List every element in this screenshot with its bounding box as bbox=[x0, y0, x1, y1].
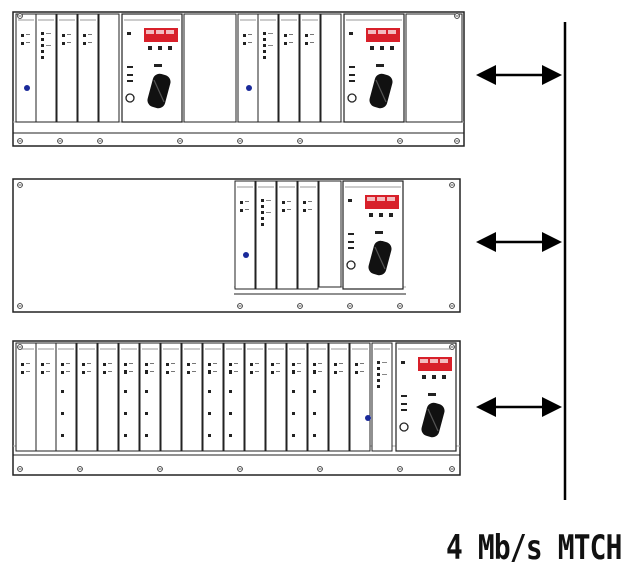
arrow-middle bbox=[476, 232, 562, 252]
rack-top bbox=[13, 12, 464, 146]
arrow-top bbox=[476, 65, 562, 85]
arrow-bottom bbox=[476, 397, 562, 417]
rack-middle bbox=[13, 179, 460, 312]
rack-bottom bbox=[13, 341, 460, 475]
bus-label: 4 Mb/s MTCH bbox=[446, 528, 590, 568]
